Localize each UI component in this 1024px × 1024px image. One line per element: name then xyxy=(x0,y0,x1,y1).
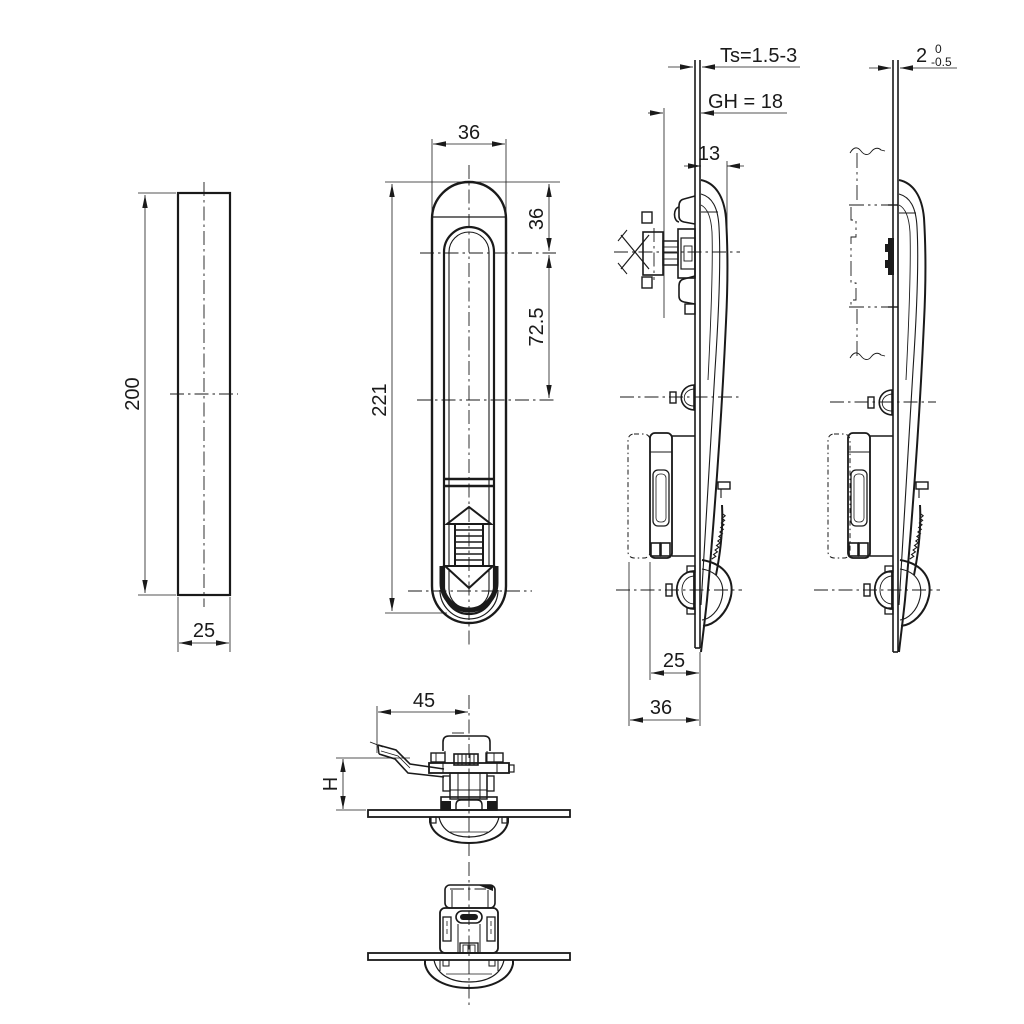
lock-housing xyxy=(627,432,695,559)
dim-label-45: 45 xyxy=(413,690,435,712)
rivet-lower-mounted xyxy=(814,565,940,615)
dim-door-thickness: 2 0 -0.5 xyxy=(869,42,957,71)
wing-rotation-symbol xyxy=(617,229,650,275)
dim-label-tol-upper: 0 xyxy=(935,42,942,56)
dim-label-36-right: 36 xyxy=(526,208,548,230)
handle-hump xyxy=(429,816,509,845)
dim-front-width: 36 xyxy=(431,122,507,215)
dim-plate-height: 200 xyxy=(122,192,176,596)
latch-mechanism-top xyxy=(428,732,515,811)
dim-label-25: 25 xyxy=(193,620,215,642)
latch-tongue xyxy=(369,741,445,778)
view-top-open: 45 H xyxy=(320,690,571,858)
dim-slot-offset: 72.5 xyxy=(526,255,552,398)
view-side-latch: Ts=1.5-3 GH = 18 13 25 36 xyxy=(614,45,800,726)
cam-block-top xyxy=(444,884,496,909)
dim-handle-depth: 13 xyxy=(684,143,744,252)
mounting-panel-plate-closed xyxy=(367,952,571,961)
dim-label-36-top: 36 xyxy=(458,122,480,144)
lock-housing-mounted xyxy=(827,432,893,559)
dim-label-13: 13 xyxy=(698,143,720,165)
dim-grip-height: GH = 18 xyxy=(648,91,787,318)
dim-head-offset: 36 xyxy=(526,184,552,251)
dim-label-25-side: 25 xyxy=(663,650,685,672)
handle-profile-mounted xyxy=(898,179,931,653)
dim-label-200: 200 xyxy=(122,377,144,410)
dim-label-36-side: 36 xyxy=(650,697,672,719)
handle-hump-closed xyxy=(424,959,514,990)
dim-grip-h: H xyxy=(320,757,410,811)
latch-pin xyxy=(717,481,731,490)
view-top-closed xyxy=(367,862,571,1005)
view-left-plate: 200 25 xyxy=(122,182,238,652)
dim-label-h: H xyxy=(320,777,342,791)
latch-pin-mounted xyxy=(915,481,929,490)
dim-label-ts: Ts=1.5-3 xyxy=(720,45,797,67)
rivet-upper-mounted xyxy=(830,389,936,416)
dim-plate-width: 25 xyxy=(177,597,231,652)
dim-body-depth: 25 xyxy=(649,562,701,726)
panel-spring-clip xyxy=(888,238,894,275)
dim-label-72-5: 72.5 xyxy=(526,308,548,347)
latch-cam-assembly xyxy=(614,195,740,315)
dim-label-tol-lower: -0.5 xyxy=(931,55,952,69)
rivet-upper xyxy=(620,384,740,411)
mounting-panel-plate xyxy=(367,809,571,818)
handle-profile xyxy=(700,179,733,653)
rivet-lower xyxy=(616,565,742,615)
view-side-mounted: 2 0 -0.5 xyxy=(814,42,957,653)
dim-tongue-length: 45 xyxy=(376,690,468,753)
dim-total-depth: 36 xyxy=(628,562,699,726)
dim-label-221: 221 xyxy=(369,383,391,416)
dim-panel-thickness: Ts=1.5-3 xyxy=(668,45,800,70)
door-frame-phantom xyxy=(849,147,898,360)
dim-label-2: 2 xyxy=(916,45,927,67)
dim-front-height: 221 xyxy=(369,181,560,614)
dim-label-gh: GH = 18 xyxy=(708,91,783,113)
view-front-handle: 36 221 36 72.5 xyxy=(369,122,560,648)
